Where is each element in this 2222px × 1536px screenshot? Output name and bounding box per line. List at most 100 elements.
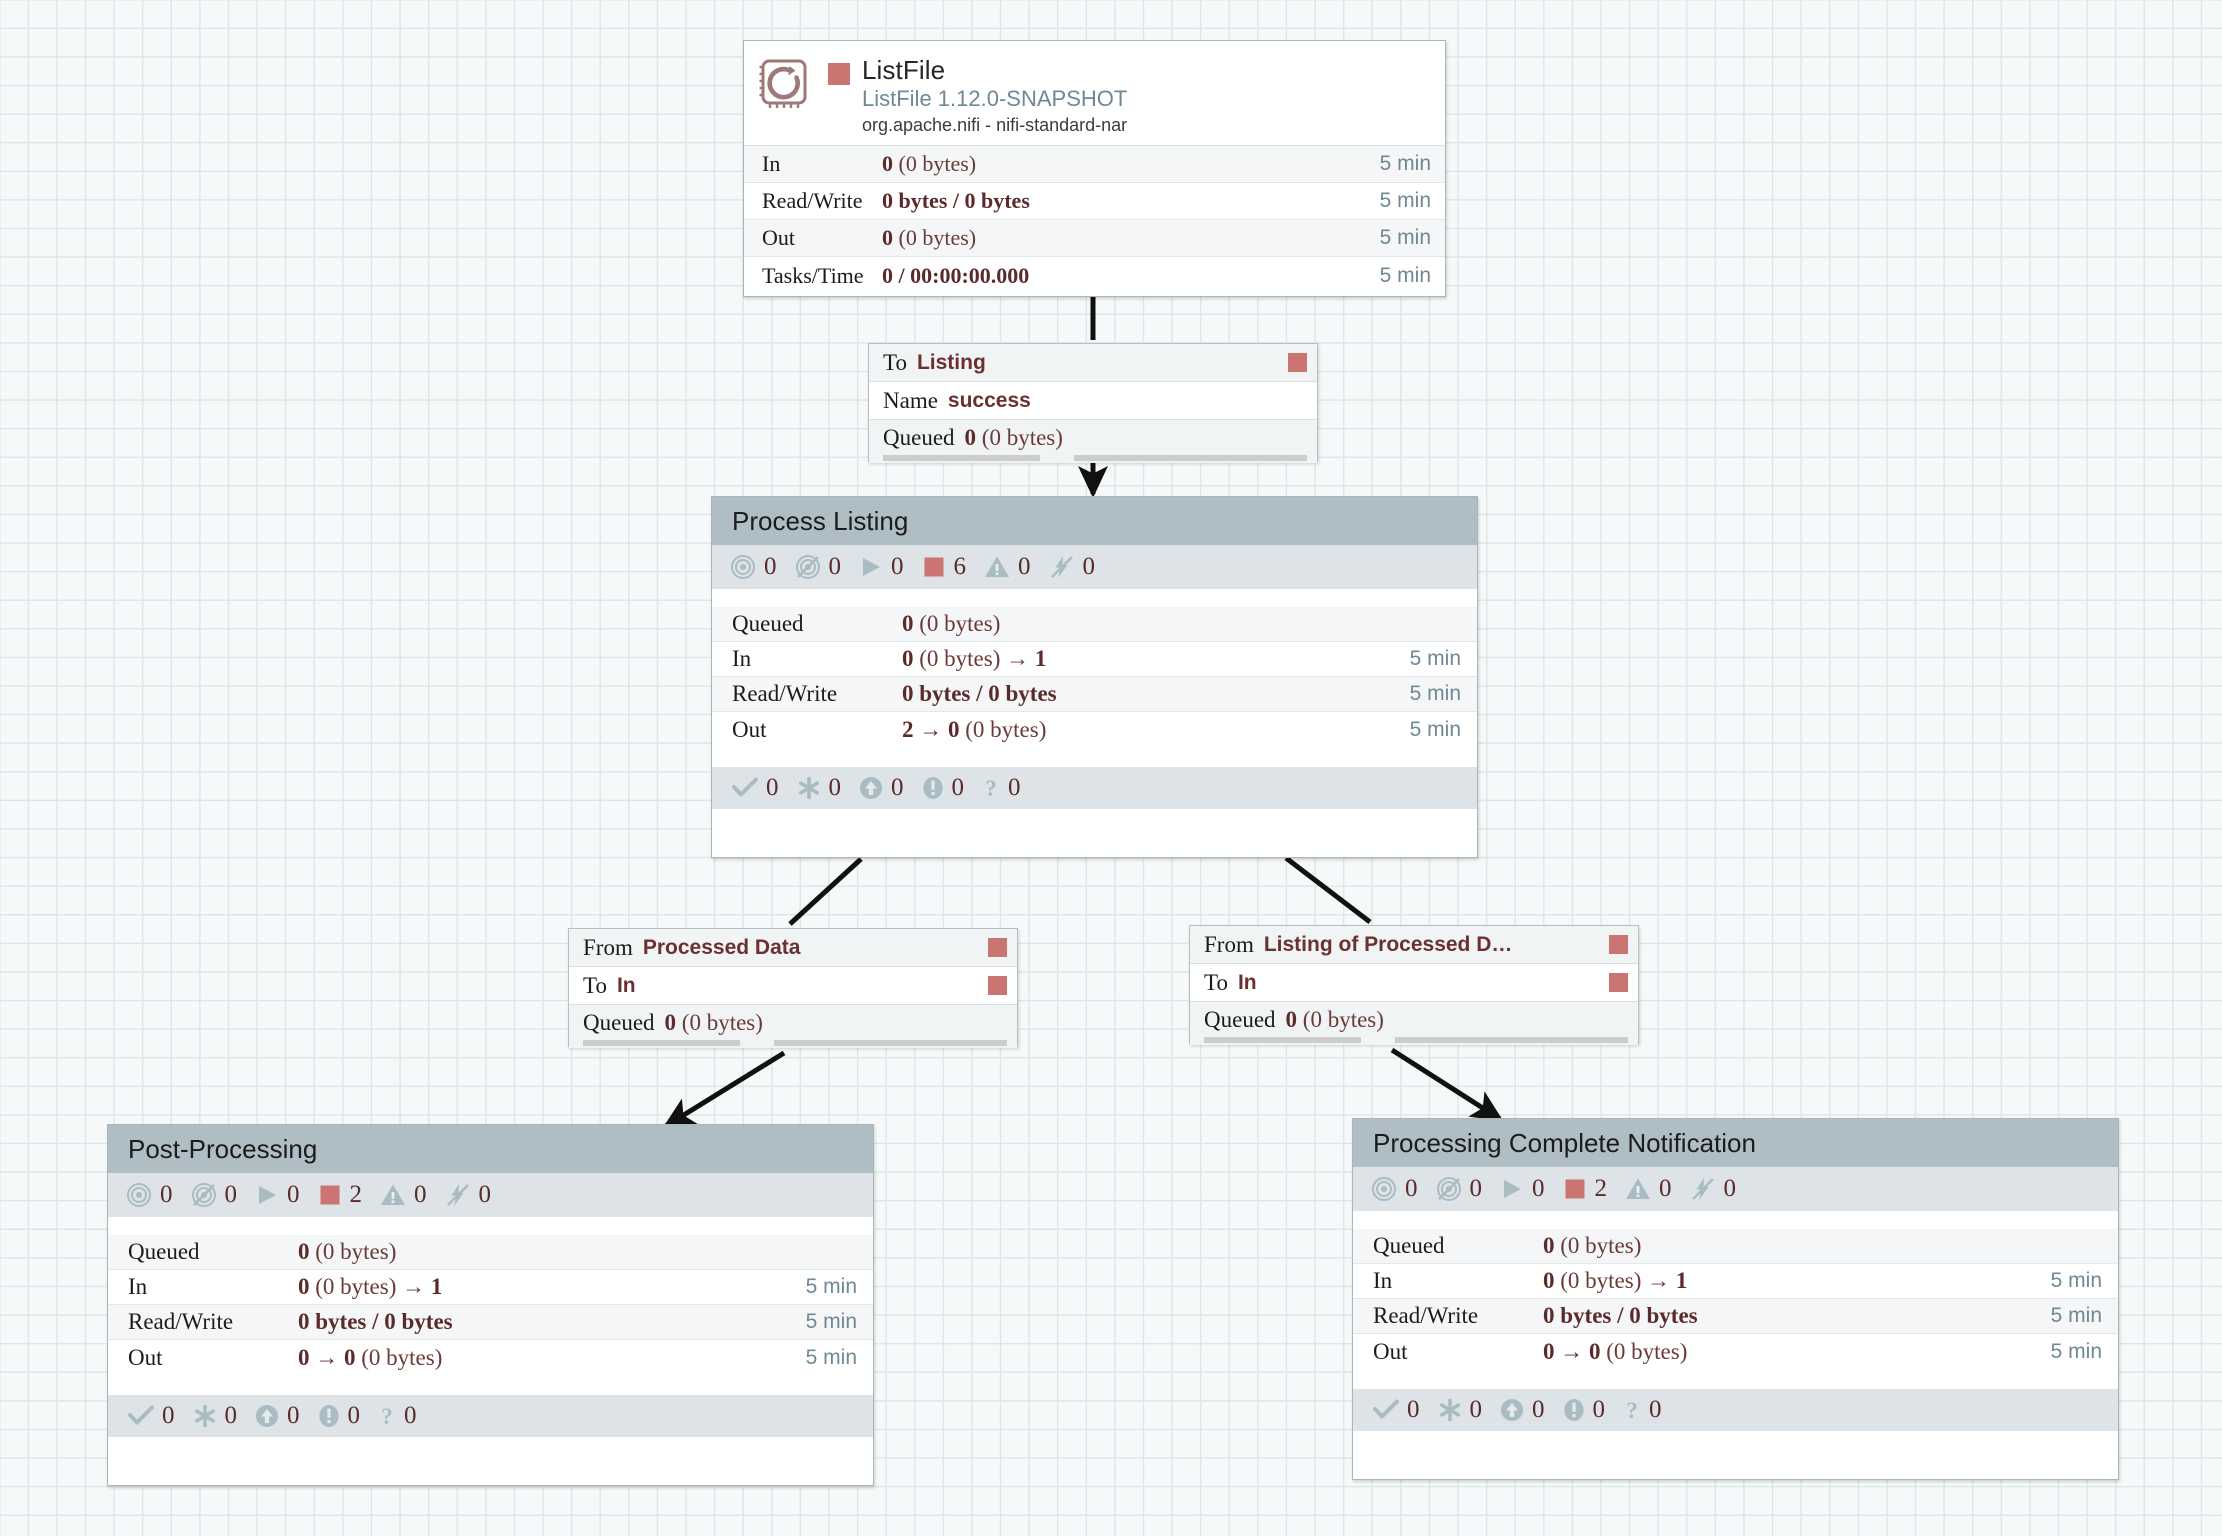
- footer-compliant: 0: [1373, 1396, 1420, 1424]
- connection-row-name: Name success: [869, 382, 1317, 420]
- processor-stat-row: Out 0 (0 bytes) 5 min: [744, 220, 1445, 257]
- counter-running: 0: [255, 1181, 300, 1209]
- exclamation-icon: [1563, 1398, 1585, 1422]
- stopped-icon: [318, 1183, 342, 1207]
- svg-text:?: ?: [1626, 1398, 1638, 1422]
- process-group-stat-row: Out 2 → 0 (0 bytes) 5 min: [712, 712, 1477, 747]
- queue-size-bar: [773, 1040, 1007, 1046]
- connection-row-to: To Listing: [869, 344, 1317, 382]
- stopped-icon: [922, 555, 946, 579]
- footer-versioned: 0: [193, 1402, 237, 1430]
- process-group-stat-row: Read/Write 0 bytes / 0 bytes 5 min: [712, 677, 1477, 712]
- processor-bundle: org.apache.nifi - nifi-standard-nar: [862, 115, 1128, 135]
- counter-disabled: 0: [1690, 1175, 1736, 1203]
- question-icon: ?: [982, 776, 1000, 800]
- counter-invalid: 0: [984, 553, 1031, 581]
- process-group-spacer: [712, 589, 1477, 607]
- counter-stopped: 2: [1563, 1175, 1607, 1203]
- process-group-stats: Queued 0 (0 bytes) In 0 (0 bytes) → 1 5 …: [1353, 1229, 2118, 1369]
- counter-not-transmitting: 0: [1436, 1175, 1482, 1203]
- footer-locally-modified: 0: [1563, 1396, 1605, 1424]
- process-group-stat-row: Out 0 → 0 (0 bytes) 5 min: [1353, 1334, 2118, 1369]
- process-group-spacer: [1353, 1211, 2118, 1229]
- up-arrow-icon: [1500, 1398, 1524, 1422]
- connection-label-processed-data[interactable]: From Processed Data To In Queued 0 (0 by…: [568, 928, 1018, 1048]
- invalid-warning-icon: [984, 555, 1010, 579]
- up-arrow-icon: [255, 1404, 279, 1428]
- processor-name: ListFile: [862, 55, 946, 85]
- disabled-icon: [1049, 554, 1075, 580]
- connection-row-queued: Queued 0 (0 bytes): [569, 1005, 1017, 1040]
- process-group-stat-row: In 0 (0 bytes) → 1 5 min: [108, 1270, 873, 1305]
- connection-destination-status-icon: [1288, 353, 1307, 372]
- footer-versioned: 0: [797, 774, 841, 802]
- process-group-post-processing[interactable]: Post-Processing 0: [107, 1124, 874, 1486]
- connection-source-status-icon: [1609, 935, 1628, 954]
- running-icon: [255, 1183, 279, 1207]
- counter-running: 0: [1500, 1175, 1545, 1203]
- queue-size-bar: [1073, 455, 1307, 461]
- transmitting-icon: [126, 1182, 152, 1208]
- processor-run-status-stopped-icon[interactable]: [828, 63, 850, 85]
- footer-sync-failure: ? 0: [982, 774, 1020, 802]
- footer-sync-failure: ? 0: [1623, 1396, 1661, 1424]
- processor-sync-icon: [758, 57, 814, 113]
- counter-stopped: 6: [922, 553, 966, 581]
- process-group-processing-complete-notification[interactable]: Processing Complete Notification 0: [1352, 1118, 2119, 1480]
- footer-locally-modified: 0: [922, 774, 964, 802]
- connection-destination-status-icon: [1609, 973, 1628, 992]
- check-icon: [1373, 1399, 1399, 1421]
- counter-not-transmitting: 0: [191, 1181, 237, 1209]
- counter-disabled: 0: [1049, 553, 1095, 581]
- check-icon: [128, 1405, 154, 1427]
- counter-transmitting: 0: [730, 553, 777, 581]
- process-group-process-listing[interactable]: Process Listing 0: [711, 496, 1478, 858]
- process-group-footer: 0 0: [1353, 1389, 2118, 1431]
- check-icon: [732, 777, 758, 799]
- transmitting-icon: [730, 554, 756, 580]
- queue-size-bar: [1394, 1037, 1628, 1043]
- process-group-gap: [712, 747, 1477, 767]
- process-group-stats: Queued 0 (0 bytes) In 0 (0 bytes) → 1 5 …: [108, 1235, 873, 1375]
- asterisk-icon: [1438, 1398, 1462, 1422]
- footer-stale: 0: [859, 774, 904, 802]
- exclamation-icon: [922, 776, 944, 800]
- svg-text:?: ?: [985, 776, 997, 800]
- process-group-counters: 0 0 0: [108, 1173, 873, 1217]
- counter-disabled: 0: [445, 1181, 491, 1209]
- counter-transmitting: 0: [126, 1181, 173, 1209]
- process-group-stat-row: Read/Write 0 bytes / 0 bytes 5 min: [1353, 1299, 2118, 1334]
- process-group-title: Process Listing: [712, 497, 1477, 545]
- queue-count-bar: [1204, 1037, 1361, 1043]
- process-group-footer: 0 0: [108, 1395, 873, 1437]
- transmitting-icon: [1371, 1176, 1397, 1202]
- footer-sync-failure: ? 0: [378, 1402, 416, 1430]
- process-group-stat-row: Read/Write 0 bytes / 0 bytes 5 min: [108, 1305, 873, 1340]
- running-icon: [1500, 1177, 1524, 1201]
- connection-row-queued: Queued 0 (0 bytes): [869, 420, 1317, 455]
- processor-stat-row: Tasks/Time 0 / 00:00:00.000 5 min: [744, 257, 1445, 294]
- counter-transmitting: 0: [1371, 1175, 1418, 1203]
- footer-stale: 0: [1500, 1396, 1545, 1424]
- not-transmitting-icon: [1436, 1176, 1462, 1202]
- processor-listfile[interactable]: ListFile ListFile 1.12.0-SNAPSHOT org.ap…: [743, 40, 1446, 297]
- asterisk-icon: [797, 776, 821, 800]
- processor-stat-row: In 0 (0 bytes) 5 min: [744, 146, 1445, 183]
- footer-stale: 0: [255, 1402, 300, 1430]
- process-group-counters: 0 0 0: [1353, 1167, 2118, 1211]
- process-group-gap: [108, 1375, 873, 1395]
- process-group-stat-row: Queued 0 (0 bytes): [712, 607, 1477, 642]
- running-icon: [859, 555, 883, 579]
- connection-destination-status-icon: [988, 976, 1007, 995]
- counter-running: 0: [859, 553, 904, 581]
- process-group-spacer: [108, 1217, 873, 1235]
- connection-label-listfile-to-listing[interactable]: To Listing Name success Queued 0 (0 byte…: [868, 343, 1318, 463]
- connection-label-listing-of-processed[interactable]: From Listing of Processed D… To In Queue…: [1189, 925, 1639, 1045]
- process-group-gap: [1353, 1369, 2118, 1389]
- processor-type: ListFile 1.12.0-SNAPSHOT: [862, 86, 1128, 111]
- footer-compliant: 0: [732, 774, 779, 802]
- invalid-warning-icon: [380, 1183, 406, 1207]
- process-group-stat-row: Queued 0 (0 bytes): [1353, 1229, 2118, 1264]
- connection-queue-bars: [569, 1040, 1017, 1048]
